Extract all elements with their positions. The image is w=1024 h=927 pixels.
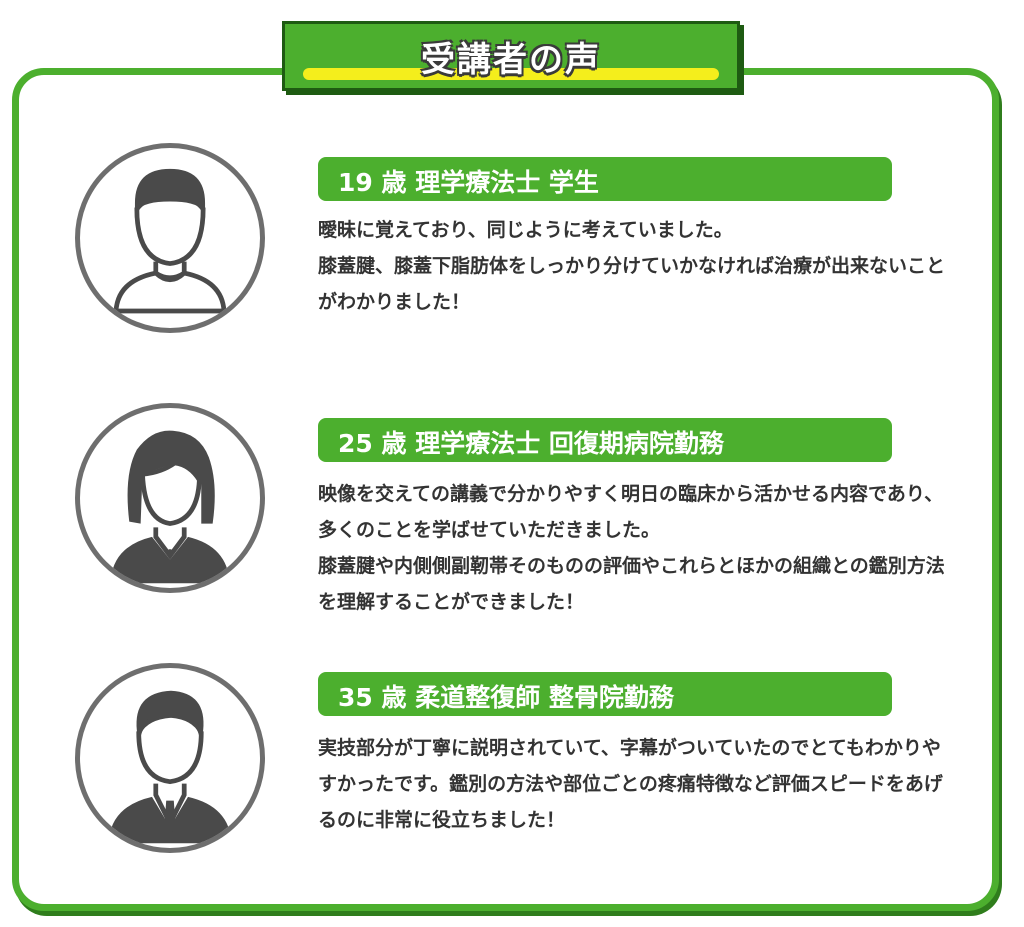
testimonial-2-header: 25 歳 理学療法士 回復期病院勤務 (318, 418, 892, 462)
woman-business-avatar-icon (75, 403, 265, 593)
testimonial-1-line-2: 膝蓋腱、膝蓋下脂肪体をしっかり分けていかなければ治療が出来ないことがわかりました… (318, 255, 946, 313)
testimonial-2-line-1: 映像を交えての講義で分かりやすく明日の臨床から活かせる内容であり、多くのことを学… (318, 483, 944, 541)
page-title: 受講者の声 (421, 40, 601, 80)
title-underline (303, 68, 719, 80)
testimonial-1-body: 曖昧に覚えており、同じように考えていました。 膝蓋腱、膝蓋下脂肪体をしっかり分け… (318, 212, 954, 320)
testimonial-3-header: 35 歳 柔道整復師 整骨院勤務 (318, 672, 892, 716)
testimonial-2-line-2: 膝蓋腱や内側側副靭帯そのものの評価やこれらとほかの組織との鑑別方法を理解すること… (318, 555, 945, 613)
testimonial-1-header: 19 歳 理学療法士 学生 (318, 157, 892, 201)
testimonial-3-header-text: 35 歳 柔道整復師 整骨院勤務 (338, 683, 674, 712)
man-casual-avatar-icon (75, 143, 265, 333)
testimonial-2-header-text: 25 歳 理学療法士 回復期病院勤務 (338, 429, 724, 458)
testimonial-1-line-1: 曖昧に覚えており、同じように考えていました。 (318, 219, 733, 241)
testimonial-3-body: 実技部分が丁寧に説明されていて、字幕がついていたのでとてもわかりやすかったです。… (318, 730, 954, 838)
testimonial-3-line-1: 実技部分が丁寧に説明されていて、字幕がついていたのでとてもわかりやすかったです。… (318, 737, 943, 831)
title-banner: 受講者の声 (282, 21, 740, 91)
testimonial-2-body: 映像を交えての講義で分かりやすく明日の臨床から活かせる内容であり、多くのことを学… (318, 476, 954, 620)
testimonial-1-header-text: 19 歳 理学療法士 学生 (338, 168, 599, 197)
man-suit-avatar-icon (75, 663, 265, 853)
